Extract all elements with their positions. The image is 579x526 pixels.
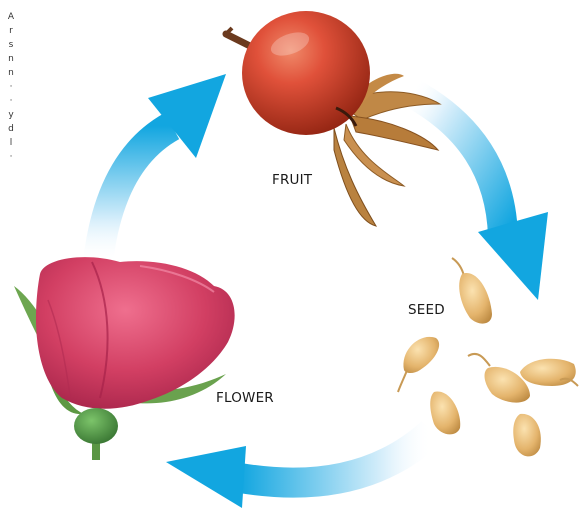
stage-label-flower: FLOWER [216,390,274,406]
edge-glyph: l [6,136,16,150]
edge-glyph: · [6,80,16,94]
rose-hip-fruit-image [226,11,440,226]
edge-glyph: A [6,10,16,24]
edge-glyph: s [6,38,16,52]
edge-glyph: r [6,24,16,38]
rose-flower-image [14,257,235,460]
arrow-flower-to-fruit [98,74,226,262]
arrow-seed-to-flower [166,432,432,508]
edge-glyph: · [6,150,16,164]
edge-glyph: n [6,52,16,66]
edge-glyph: n [6,66,16,80]
seed [430,392,460,435]
arrow-fruit-to-seed [410,92,548,300]
seed [398,337,439,392]
stage-label-seed: SEED [408,302,445,318]
seed [520,359,578,386]
stage-label-fruit: FRUIT [272,172,312,188]
seed [513,414,541,457]
seed [468,354,530,403]
cropped-text-edge: A r s n n · · y d l · [6,10,16,164]
edge-glyph: d [6,122,16,136]
seed [452,258,492,324]
edge-glyph: y [6,108,16,122]
edge-glyph: · [6,94,16,108]
